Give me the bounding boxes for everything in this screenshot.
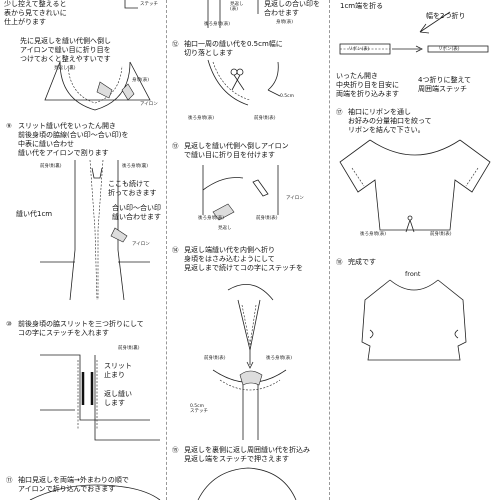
step-13-iron-label: アイロン — [286, 196, 304, 201]
column-divider-right — [329, 0, 330, 500]
finished-front-label: front — [405, 270, 421, 278]
instruction-column-1: 少し控えて整えると 表から見てきれいに 仕上がります ステッチ 先に見返しを縫い… — [0, 0, 165, 500]
step-13-back-label: 後ろ身頃(表) — [198, 216, 225, 221]
iron-label: アイロン — [140, 102, 158, 107]
top-back-label: 後ろ身頃(表) — [204, 22, 231, 27]
step-12-seam: 0.5cm — [280, 94, 295, 99]
facing-label: 見返し(裏) — [54, 66, 76, 71]
step-15-number: ⑮ — [172, 446, 179, 454]
top-small-label: ステッチ — [140, 2, 158, 7]
step-14-front-label: 前身頃(表) — [204, 356, 226, 361]
top-text: 1cm端を折る — [340, 2, 384, 10]
step-9-front-label: 前身頃(裏) — [40, 164, 62, 169]
step-9-back-label: 後ろ身頃(裏) — [122, 164, 149, 169]
step-12-number: ⑫ — [172, 40, 179, 48]
step-13-front-label: 前身頃(表) — [256, 216, 278, 221]
top-text: 少し控えて整えると 表から見てきれいに 仕上がります — [4, 0, 67, 26]
top-text: 見返しの合い印を 合わせます — [264, 0, 320, 17]
instruction-column-2: 見返し (表) 見返しの合い印を 合わせます 後ろ身頃(表) 身頃(表) ⑫ 袖… — [168, 0, 328, 500]
step-10-text: 前後身頃の脇スリットを三つ折りにして コの字にステッチを入れます — [18, 320, 144, 337]
step-17-back-label: 後ろ身頃(表) — [360, 232, 387, 237]
top-note: 幅を2つ折り — [426, 12, 466, 20]
column-3-illustrations — [339, 11, 491, 361]
step-11-number: ⑪ — [6, 476, 13, 484]
ribbon-label-1: リボン(表) — [348, 47, 370, 52]
step-12-back-label: 後ろ身頃(表) — [188, 116, 215, 121]
step-10-number: ⑩ — [6, 320, 12, 328]
step-10-slit-end: スリット 止まり — [104, 362, 132, 379]
ribbon-step-text: いったん開き 中央折り目を目安に 両端を折り込みます — [336, 72, 399, 98]
step-13-number: ⑬ — [172, 142, 179, 150]
step-9-iron-label: アイロン — [132, 242, 150, 247]
top-body-label: 身頃(表) — [276, 20, 294, 25]
step-13-facing-label: 見返し — [218, 226, 232, 231]
ribbon-step-right: 4つ折りに整えて 周囲端ステッチ — [418, 76, 472, 93]
step-12-text: 袖口一周の縫い代を0.5cm幅に 切り落とします — [184, 40, 283, 57]
step-9-seam-allowance: 縫い代1cm — [16, 210, 53, 218]
step-18-number: ⑱ — [336, 258, 343, 266]
step-9-note-fold: ここも続けて 折っておきます — [108, 180, 157, 197]
column-2-illustrations — [197, 0, 297, 500]
column-1-illustrations — [29, 0, 161, 500]
ribbon-label-2: リボン(表) — [438, 47, 460, 52]
step-10-backstitch: 返し縫い します — [104, 390, 132, 407]
top-instruction: 先に見返しを縫い代側へ倒し アイロンで縫い目に折り目を つけておくと整えやすいで… — [20, 37, 111, 63]
step-14-number: ⑭ — [172, 246, 179, 254]
step-11-text: 袖口見返しを両端→外まわりの順で アイロンで折り込んでおきます — [18, 476, 129, 493]
instruction-column-3: 1cm端を折る 幅を2つ折り リボン(表) リボン(表) いったん開き 中央折り… — [330, 0, 500, 500]
step-14-text: 見返し端縫い代を内側へ折り 身頃をはさみ込むようにして 見返しまで続けてコの字に… — [184, 246, 303, 272]
step-14-stitch: 0.5cm ステッチ — [190, 404, 208, 414]
step-13-text: 見返しを縫い代側へ倒しアイロン で縫い目に折り目を付けます — [184, 142, 289, 159]
step-10-front-label: 前身頃(裏) — [118, 346, 140, 351]
step-18-text: 完成です — [348, 258, 376, 266]
body-label: 身頃(表) — [132, 78, 150, 83]
step-12-front-label: 前身頃(表) — [254, 116, 276, 121]
step-17-front-label: 前身頃(表) — [430, 232, 452, 237]
step-17-number: ⑰ — [336, 108, 343, 116]
step-9-note-sew: 合い印〜合い印 縫い合わせます — [112, 204, 161, 221]
step-15-text: 見返しを裏側に返し周囲縫い代を折込み 見返し端をステッチで押さえます — [184, 446, 310, 463]
step-9-text: スリット縫い代をいったん開き 前後身頃の脇線(合い印〜合い印)を 中表に縫い合わ… — [18, 122, 129, 157]
step-14-back-label: 後ろ身頃(表) — [266, 356, 293, 361]
top-facing-label: 見返し (表) — [230, 2, 244, 12]
column-divider-left — [166, 0, 167, 500]
step-9-number: ⑨ — [6, 122, 12, 130]
step-17-text: 袖口にリボンを通し お好みの分量袖口を絞って リボンを結んで下さい。 — [348, 108, 432, 134]
